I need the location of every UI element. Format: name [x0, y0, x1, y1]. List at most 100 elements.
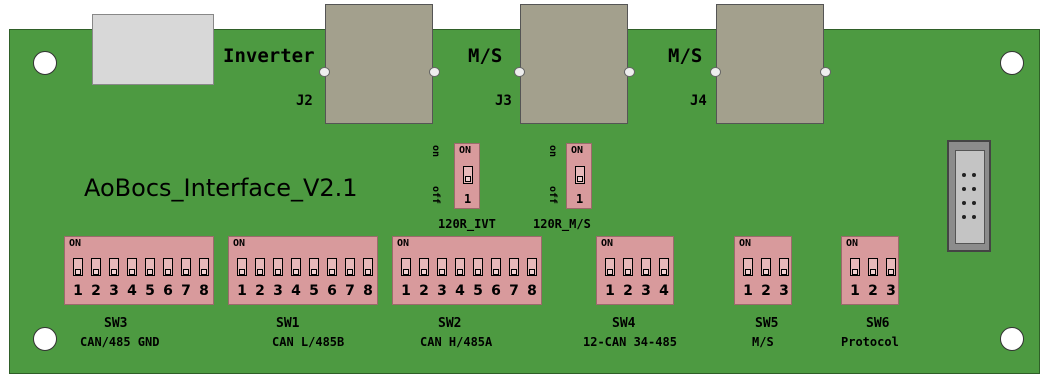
connector-ref: J4 — [690, 93, 707, 109]
dip-position-number: 2 — [91, 283, 101, 299]
dip-position-number: 8 — [527, 283, 537, 299]
dip-slider[interactable] — [527, 258, 537, 276]
connector-pin — [514, 67, 525, 77]
connector-label: Inverter — [223, 45, 315, 67]
dip-slider[interactable] — [605, 258, 615, 276]
dip-position-number: 3 — [437, 283, 447, 299]
mounting-hole — [1000, 327, 1024, 351]
dip-position-number: 7 — [181, 283, 191, 299]
dip-slider[interactable] — [761, 258, 771, 276]
connector-pin — [820, 67, 831, 77]
dip-on-label: ON — [397, 238, 410, 249]
switch-caption: CAN H/485A — [420, 335, 493, 349]
dip-slider[interactable] — [623, 258, 633, 276]
jumper-on-label: ON — [459, 145, 472, 156]
dip-position-number: 7 — [345, 283, 355, 299]
connector-ref: J2 — [296, 93, 313, 109]
dip-slider[interactable] — [659, 258, 669, 276]
jumper-on-text: on — [547, 145, 558, 158]
dip-slider[interactable] — [491, 258, 501, 276]
switch-caption: M/S — [752, 335, 774, 349]
rj45-connector-j2 — [325, 4, 433, 124]
jumper-slider[interactable] — [463, 166, 473, 184]
dip-slider[interactable] — [291, 258, 301, 276]
dip-slider[interactable] — [181, 258, 191, 276]
dip-position-number: 3 — [886, 283, 896, 299]
connector-label: M/S — [668, 45, 703, 67]
dip-position-number: 3 — [273, 283, 283, 299]
dip-slider[interactable] — [419, 258, 429, 276]
dip-slider[interactable] — [509, 258, 519, 276]
dip-position-number: 3 — [109, 283, 119, 299]
dip-position-number: 2 — [255, 283, 265, 299]
dip-slider[interactable] — [163, 258, 173, 276]
dip-slider[interactable] — [91, 258, 101, 276]
jumper-switch-120r-ms[interactable]: ON 1 — [566, 143, 592, 209]
dip-position-number: 1 — [743, 283, 753, 299]
dip-position-number: 3 — [779, 283, 789, 299]
dip-on-label: ON — [846, 238, 859, 249]
dip-slider[interactable] — [327, 258, 337, 276]
dip-slider[interactable] — [473, 258, 483, 276]
dip-slider[interactable] — [868, 258, 878, 276]
connector-pin — [710, 67, 721, 77]
dip-slider[interactable] — [401, 258, 411, 276]
dip-position-number: 6 — [327, 283, 337, 299]
connector-pin — [319, 67, 330, 77]
dip-slider[interactable] — [145, 258, 155, 276]
dip-slider[interactable] — [199, 258, 209, 276]
dip-position-number: 6 — [163, 283, 173, 299]
connector-ref: J3 — [495, 93, 512, 109]
jumper-off-text: off — [547, 186, 558, 205]
jumper-position: 1 — [464, 192, 472, 206]
dip-position-number: 1 — [850, 283, 860, 299]
switch-ref: SW4 — [612, 316, 636, 331]
dip-slider[interactable] — [309, 258, 319, 276]
dip-slider[interactable] — [255, 258, 265, 276]
jumper-on-text: on — [430, 145, 441, 158]
switch-ref: SW1 — [276, 316, 300, 331]
dip-slider[interactable] — [109, 258, 119, 276]
dip-position-number: 3 — [641, 283, 651, 299]
dip-slider[interactable] — [363, 258, 373, 276]
switch-ref: SW5 — [755, 316, 779, 331]
dip-slider[interactable] — [455, 258, 465, 276]
jumper-position: 1 — [576, 192, 584, 206]
switch-caption: CAN/485 GND — [80, 335, 160, 349]
jumper-switch-120r-ivt[interactable]: ON 1 — [454, 143, 480, 209]
jumper-caption: 120R_IVT — [438, 217, 496, 231]
dip-slider[interactable] — [850, 258, 860, 276]
jumper-slider[interactable] — [575, 166, 585, 184]
dip-slider[interactable] — [345, 258, 355, 276]
dip-slider[interactable] — [73, 258, 83, 276]
dip-slider[interactable] — [779, 258, 789, 276]
dip-slider[interactable] — [886, 258, 896, 276]
dip-position-number: 1 — [73, 283, 83, 299]
dip-position-number: 6 — [491, 283, 501, 299]
switch-caption: CAN L/485B — [272, 335, 345, 349]
switch-caption: 12-CAN 34-485 — [583, 335, 677, 349]
dip-on-label: ON — [601, 238, 614, 249]
dip-slider[interactable] — [127, 258, 137, 276]
jumper-caption: 120R_M/S — [533, 217, 591, 231]
dip-on-label: ON — [739, 238, 752, 249]
dip-slider[interactable] — [273, 258, 283, 276]
dip-position-number: 4 — [127, 283, 137, 299]
dip-slider[interactable] — [641, 258, 651, 276]
dip-slider[interactable] — [743, 258, 753, 276]
dip-position-number: 5 — [309, 283, 319, 299]
rj45-connector-j4 — [716, 4, 824, 124]
dip-position-number: 7 — [509, 283, 519, 299]
connector-pin — [624, 67, 635, 77]
dip-slider[interactable] — [237, 258, 247, 276]
dip-on-label: ON — [233, 238, 246, 249]
dip-position-number: 1 — [401, 283, 411, 299]
dip-slider[interactable] — [437, 258, 447, 276]
dip-position-number: 2 — [419, 283, 429, 299]
